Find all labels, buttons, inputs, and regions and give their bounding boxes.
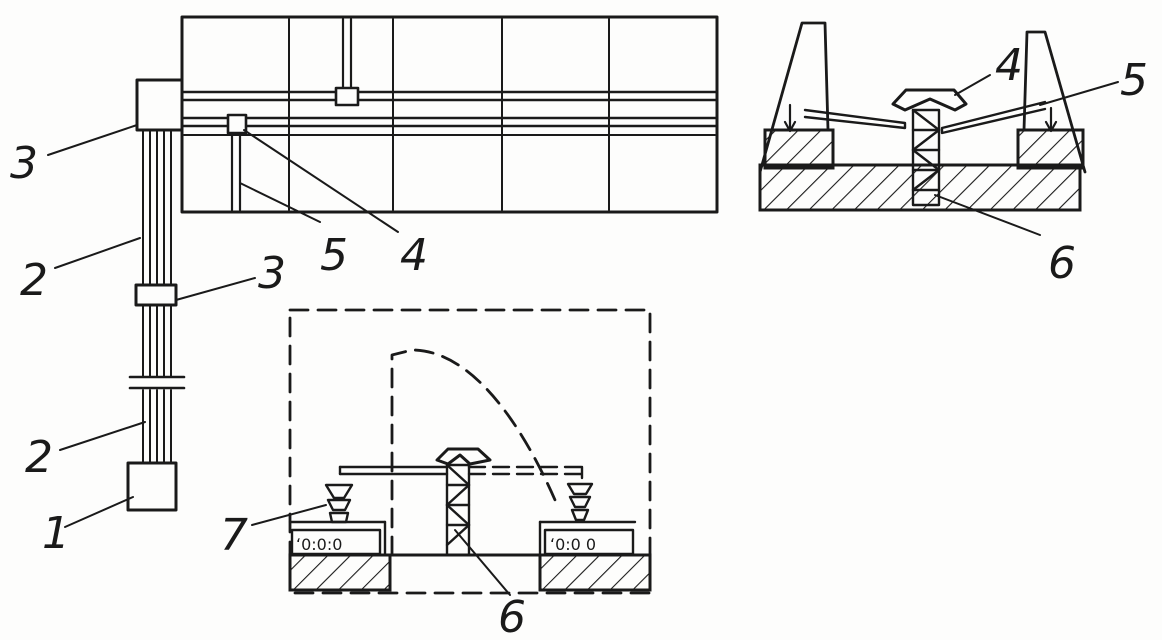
plan-crane-trolley	[226, 113, 248, 212]
section-label-crane: 4	[995, 40, 1023, 91]
plan-grid-dividers	[183, 18, 716, 211]
plan-upper-trolley	[334, 17, 360, 107]
elevation-bin-right: ʻ0:0 0	[538, 520, 637, 557]
plan-label-track: 5	[320, 230, 348, 281]
section-leader-lines	[934, 74, 1119, 236]
section-label-track: 5	[1120, 55, 1148, 106]
plan-panel-grid	[180, 15, 719, 214]
elevation-bucket-left	[324, 483, 354, 524]
section-label-mast: 6	[1048, 238, 1076, 289]
svg-text:ʻ0:0:0: ʻ0:0:0	[296, 535, 342, 554]
plan-leader-lines	[47, 124, 399, 528]
plan-label-box-bottom: 1	[42, 508, 70, 559]
section-side-block-right	[1016, 128, 1085, 170]
plan-label-cable-lower: 2	[25, 432, 53, 483]
elevation-crane-head	[435, 447, 492, 466]
svg-text:ʻ0:0 0: ʻ0:0 0	[550, 535, 596, 554]
section-towers	[758, 21, 1087, 174]
plan-junction-box-middle	[134, 283, 178, 307]
plan-cable-break	[128, 375, 186, 390]
elevation-bin-left: ʻ0:0:0	[288, 520, 387, 557]
elevation-boom	[338, 465, 584, 480]
elevation-swing-path	[390, 348, 557, 557]
section-view: 4 5 6	[758, 21, 1148, 289]
section-side-block-left	[763, 128, 835, 170]
elevation-label-bucket: 7	[220, 510, 248, 561]
plan-label-crane: 4	[400, 230, 428, 281]
plan-track-rails	[180, 90, 719, 128]
section-boom	[803, 100, 1047, 135]
elevation-bucket-right	[566, 482, 594, 522]
elevation-view: ʻ0:0:0 ʻ0:0 0	[220, 308, 652, 640]
plan-cable-bundle	[142, 129, 172, 464]
section-crane-head	[891, 88, 968, 112]
elevation-label-mast: 6	[498, 592, 526, 640]
elevation-foundation-right	[538, 553, 652, 592]
plan-junction-box-top	[135, 78, 184, 132]
plan-junction-box-bottom	[126, 461, 178, 512]
elevation-dashed-outline	[288, 308, 652, 595]
section-arrows	[783, 103, 1058, 133]
plan-view: 3 2 3 2 1 5 4	[10, 15, 719, 559]
elevation-leader-lines	[251, 504, 511, 596]
section-mast	[911, 108, 941, 207]
section-foundation	[758, 163, 1082, 212]
plan-label-box-middle: 3	[258, 248, 286, 299]
plan-label-cable-upper: 2	[20, 255, 48, 306]
elevation-foundation-left	[288, 553, 392, 592]
plan-label-box-top: 3	[10, 138, 38, 189]
